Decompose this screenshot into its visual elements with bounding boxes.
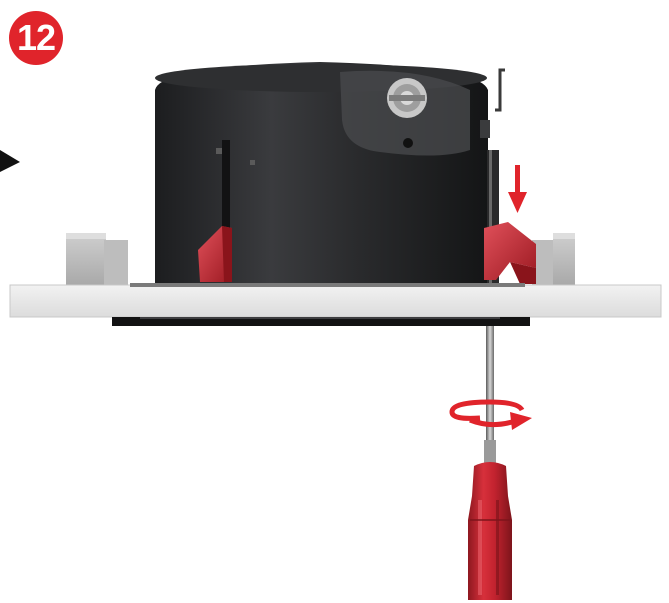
right-clamp-assembly [484, 150, 536, 285]
ceiling-board [9, 283, 662, 318]
terminal-connector [387, 78, 427, 118]
speaker-flange [112, 317, 530, 326]
speaker-enclosure [155, 62, 505, 285]
right-mounting-tab [532, 233, 575, 285]
left-edge-pointer-arrow-icon [0, 150, 20, 172]
clockwise-rotation-icon [449, 399, 532, 430]
left-red-clamp [198, 226, 232, 282]
down-arrow-icon [508, 165, 527, 213]
step-number-badge: 12 [9, 11, 63, 65]
screwdriver [468, 326, 512, 600]
left-mounting-tab [66, 233, 128, 285]
